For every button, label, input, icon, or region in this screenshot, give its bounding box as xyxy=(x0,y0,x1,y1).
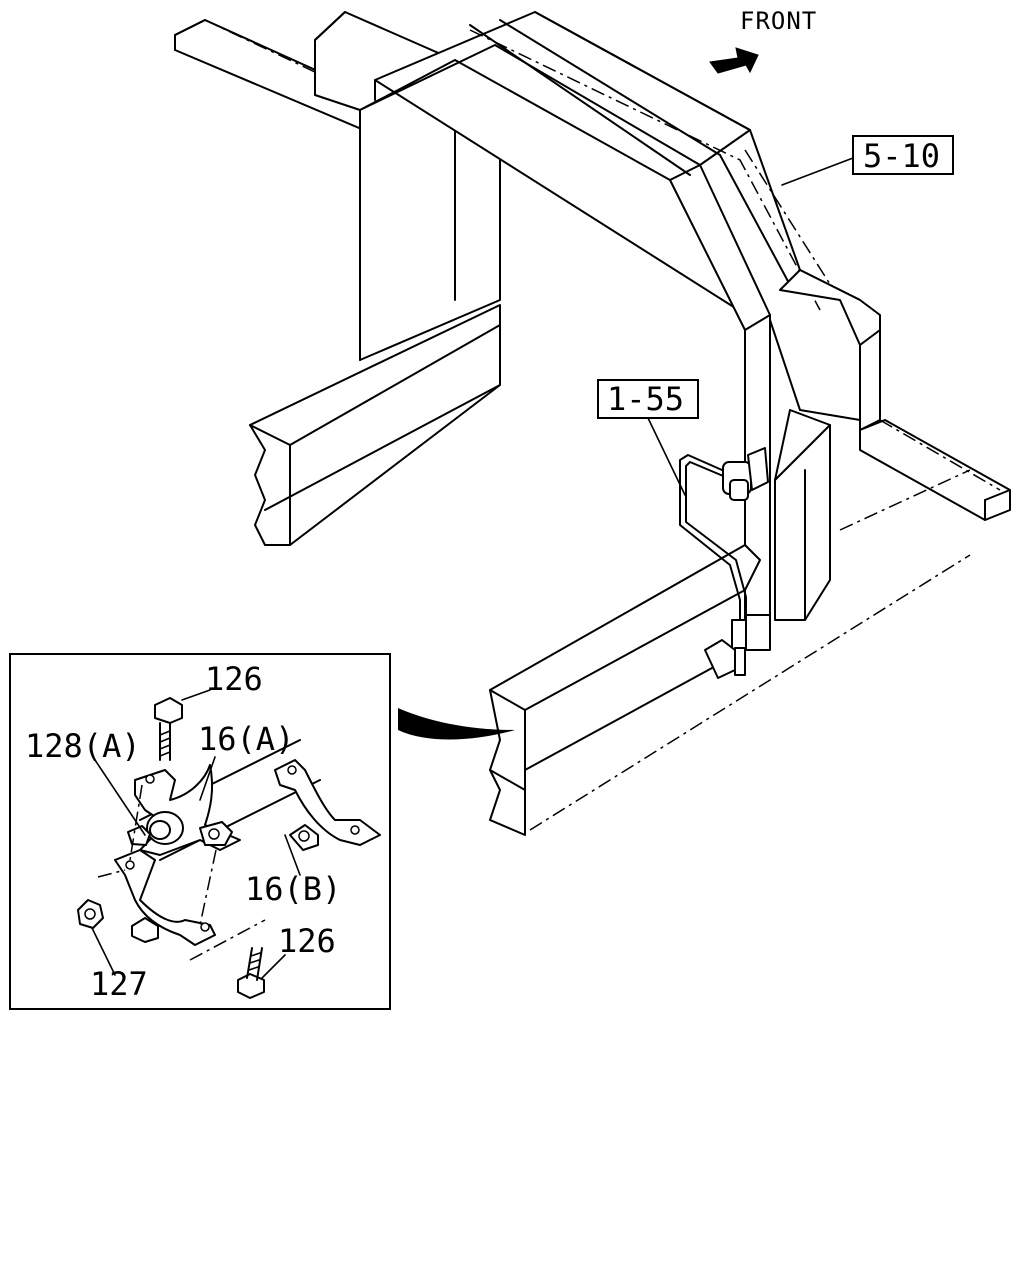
svg-text:5-10: 5-10 xyxy=(863,137,940,175)
nut-127 xyxy=(77,899,104,929)
inset-detail-panel: 126 128(A) 16(A) 16(B) 126 127 xyxy=(9,653,391,1010)
svg-text:1-55: 1-55 xyxy=(607,380,684,418)
valve xyxy=(722,447,769,501)
inset-pointer-arrow xyxy=(398,708,515,740)
frame-side-rail-right xyxy=(489,469,971,836)
callout-16b: 16(B) xyxy=(245,870,341,908)
front-arrow-icon xyxy=(709,47,759,74)
ref-box-1-55[interactable]: 1-55 xyxy=(597,379,699,496)
frame-rear-post xyxy=(774,409,831,621)
hose-fitting xyxy=(704,619,747,679)
front-label: FRONT xyxy=(740,7,817,35)
callout-126-bottom: 126 xyxy=(278,922,336,960)
front-direction-indicator: FRONT xyxy=(709,7,817,74)
frame-arch xyxy=(359,11,881,651)
callout-128a: 128(A) xyxy=(25,727,141,765)
ref-box-5-10[interactable]: 5-10 xyxy=(781,135,954,186)
pipe-assembly xyxy=(679,447,769,679)
frame-crossmember-right xyxy=(859,419,1011,521)
bolt-top xyxy=(154,697,183,761)
callout-126-top: 126 xyxy=(205,660,263,698)
bolt-bottom xyxy=(237,947,265,999)
callout-16a: 16(A) xyxy=(198,720,294,758)
callout-127: 127 xyxy=(90,965,148,1003)
frame-side-rail-left xyxy=(249,304,501,546)
